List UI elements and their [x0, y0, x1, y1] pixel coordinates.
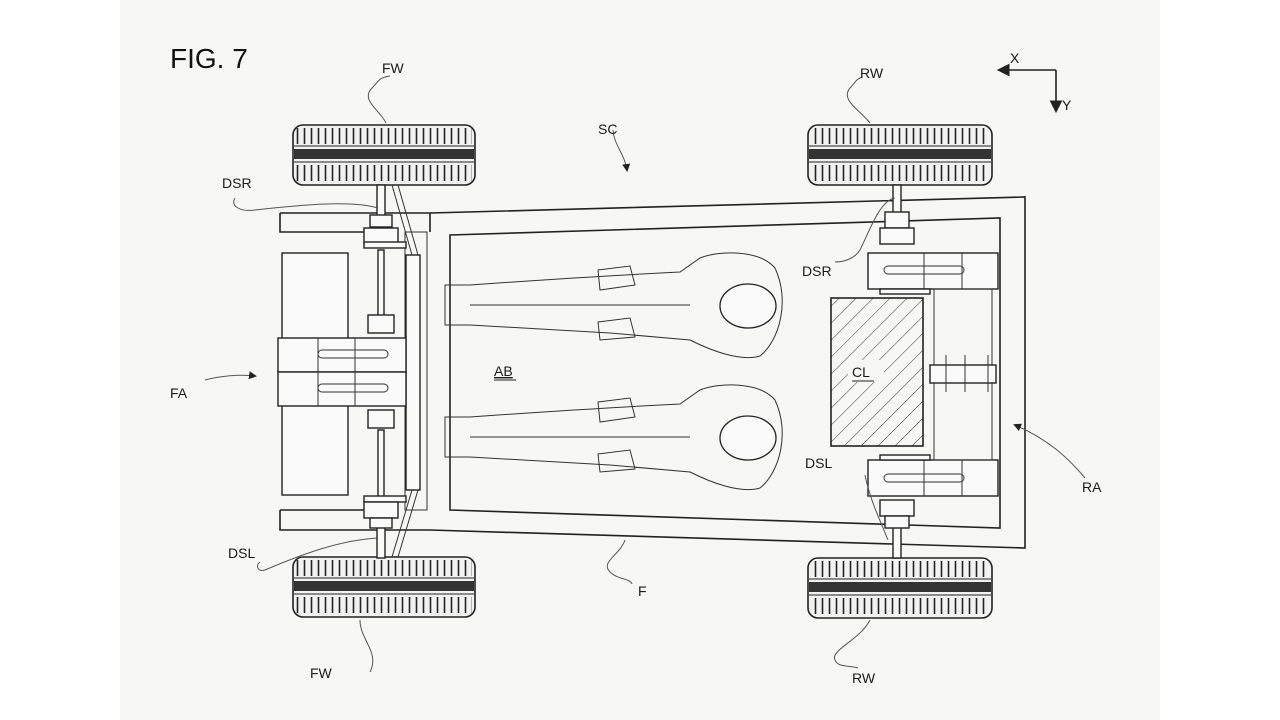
label-fw-top: FW — [382, 60, 405, 76]
label-dsl-rear: DSL — [805, 455, 832, 471]
rear-wheel-top — [807, 124, 993, 186]
occupant-top — [444, 252, 783, 359]
rear-axle — [867, 184, 999, 559]
y-axis-label: Y — [1062, 97, 1072, 113]
x-axis-label: X — [1010, 50, 1020, 66]
label-rw-bottom: RW — [852, 670, 876, 686]
figure-title: FIG. 7 — [170, 43, 248, 74]
label-cl: CL — [852, 364, 870, 380]
label-sc: SC — [598, 121, 617, 137]
front-axle — [277, 184, 421, 559]
rear-wheel-bottom — [807, 557, 993, 619]
label-rw-top: RW — [860, 65, 884, 81]
label-fa: FA — [170, 385, 188, 401]
label-ab: AB — [494, 363, 513, 379]
front-wheel-bottom — [292, 556, 476, 618]
leader-lines — [204, 75, 1086, 673]
label-dsr-rear: DSR — [802, 263, 832, 279]
axis-indicator: X Y — [996, 50, 1072, 114]
battery-pack — [830, 297, 924, 447]
label-dsl-front: DSL — [228, 545, 255, 561]
label-fw-bottom: FW — [310, 665, 333, 681]
front-wheel-top — [292, 124, 476, 186]
label-dsr-front: DSR — [222, 175, 252, 191]
label-ra: RA — [1082, 479, 1102, 495]
occupant-bottom — [444, 384, 783, 491]
label-f: F — [638, 583, 647, 599]
